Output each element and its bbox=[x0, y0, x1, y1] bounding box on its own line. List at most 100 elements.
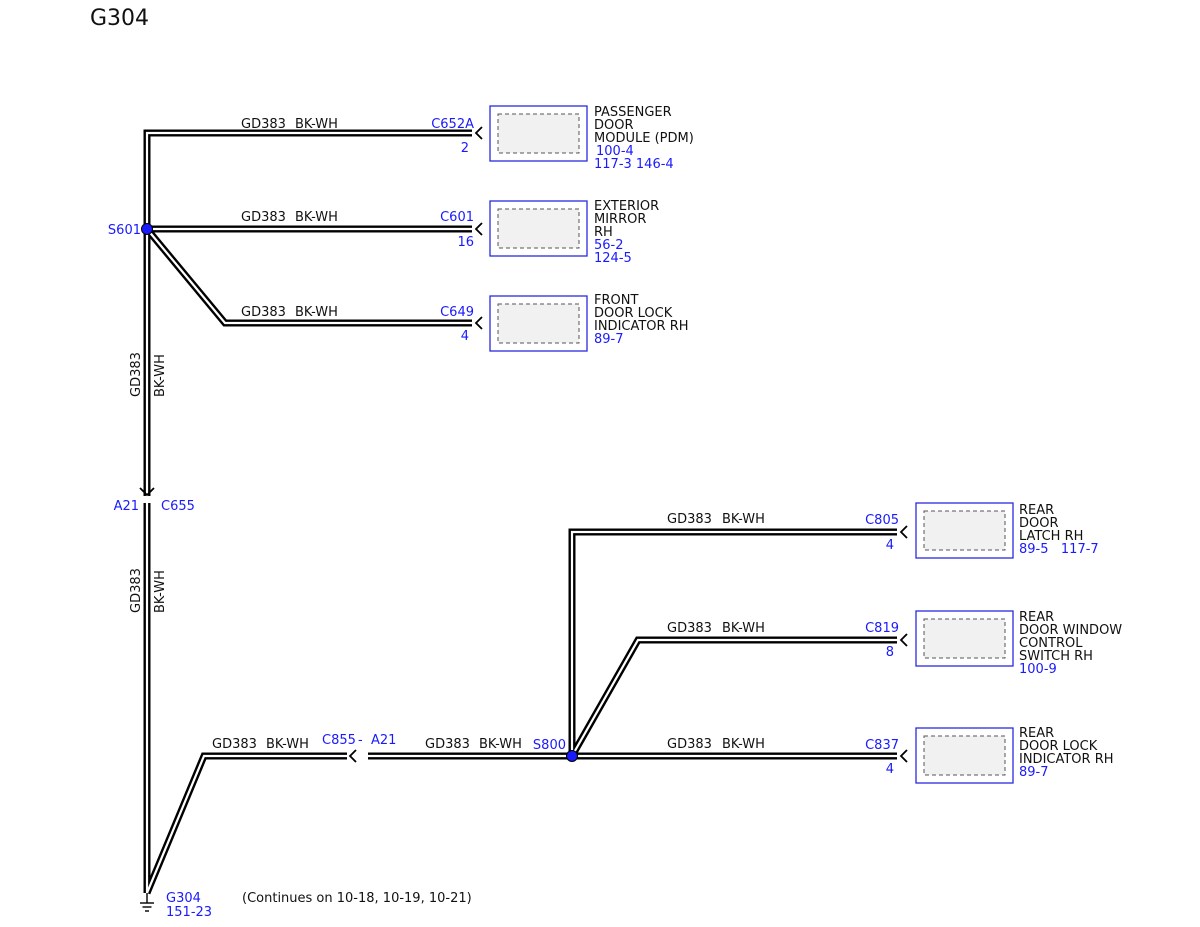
component-name-line: MODULE (PDM) bbox=[594, 131, 694, 146]
component-box-inner bbox=[497, 113, 580, 154]
component-name-line: LATCH RH bbox=[1019, 529, 1083, 544]
component-box-inner bbox=[923, 735, 1006, 776]
component-name-line: FRONT bbox=[594, 293, 638, 308]
component-name-line: REAR bbox=[1019, 726, 1054, 741]
wire-circuit: GD383 bbox=[129, 352, 144, 397]
connector-pin: 2 bbox=[461, 141, 469, 156]
wire-label-c855-s800: GD383 BK-WH bbox=[425, 737, 522, 752]
wire-circuit: GD383 bbox=[667, 512, 712, 527]
wire-labels: GD383 BK-WH GD383 BK-WH GD383 BK-WH GD38… bbox=[129, 117, 765, 752]
wire-color: BK-WH bbox=[295, 117, 338, 132]
ground-label: G304 bbox=[166, 891, 201, 906]
component-ref: 89-7 bbox=[594, 332, 624, 347]
component-box-inner bbox=[923, 618, 1006, 659]
component-name-line: MIRROR bbox=[594, 212, 646, 227]
wire-circuit: GD383 bbox=[212, 737, 257, 752]
wire-label-c819: GD383 BK-WH bbox=[667, 621, 765, 636]
component-name-line: EXTERIOR bbox=[594, 199, 659, 214]
wire-color: BK-WH bbox=[153, 354, 168, 397]
connector-id: C819 bbox=[865, 621, 899, 636]
wire-circuit: GD383 bbox=[241, 305, 286, 320]
connector-id: C601 bbox=[440, 210, 474, 225]
connector-pin: 4 bbox=[886, 762, 894, 777]
component-name-line: DOOR bbox=[1019, 516, 1059, 531]
continues-note: (Continues on 10-18, 10-19, 10-21) bbox=[242, 891, 472, 906]
component-name-line: DOOR LOCK bbox=[1019, 739, 1098, 754]
wire-label-c837: GD383 BK-WH bbox=[667, 737, 765, 752]
c855-pin: A21 bbox=[371, 733, 396, 748]
wire-color: BK-WH bbox=[722, 512, 765, 527]
wire-circuit: GD383 bbox=[241, 210, 286, 225]
component-ref: 124-5 bbox=[594, 251, 632, 266]
connector-arrow bbox=[474, 316, 483, 330]
connector-arrow bbox=[474, 126, 483, 140]
wire-color: BK-WH bbox=[479, 737, 522, 752]
component-box-inner bbox=[497, 303, 580, 344]
splice-s800: S800 bbox=[533, 738, 578, 762]
component-ref: 117-3 146-4 bbox=[594, 157, 674, 172]
component-name-line: PASSENGER bbox=[594, 105, 672, 120]
connector-id: C652A bbox=[431, 117, 474, 132]
wire-circuit: GD383 bbox=[667, 737, 712, 752]
wire-color: BK-WH bbox=[295, 305, 338, 320]
s601-label: S601 bbox=[108, 223, 141, 238]
connector-arrow bbox=[474, 222, 483, 236]
wire-s800-c805 bbox=[568, 528, 897, 756]
wire-label-c652a: GD383 BK-WH bbox=[241, 117, 338, 132]
component-name-line: INDICATOR RH bbox=[594, 319, 689, 334]
component-name-line: SWITCH RH bbox=[1019, 649, 1093, 664]
wire-label-g304-c855: GD383 BK-WH bbox=[212, 737, 309, 752]
connector-pin: 4 bbox=[886, 538, 894, 553]
component-name-line: DOOR WINDOW bbox=[1019, 623, 1122, 638]
component-box-inner bbox=[497, 208, 580, 249]
component-rear-door-lock-indicator-rh: C837 4 REAR DOOR LOCK INDICATOR RH 89-7 bbox=[865, 726, 1114, 784]
connector-arrow bbox=[899, 749, 908, 763]
connector-pin: 16 bbox=[457, 235, 474, 250]
wire-circuit: GD383 bbox=[667, 621, 712, 636]
component-name-line: DOOR bbox=[594, 118, 634, 133]
ground-g304: G304 151-23 bbox=[140, 891, 212, 920]
connector-pin: 8 bbox=[886, 645, 894, 660]
component-rear-door-latch-rh: C805 4 REAR DOOR LATCH RH 89-5 117-7 bbox=[865, 502, 1099, 559]
wire-color: BK-WH bbox=[153, 570, 168, 613]
wire-g304-c855 bbox=[143, 752, 347, 895]
wire-label-upper-vertical: GD383 BK-WH bbox=[129, 352, 168, 397]
connector-pin: 4 bbox=[461, 329, 469, 344]
c655-pin: A21 bbox=[114, 499, 139, 514]
component-front-door-lock-indicator-rh: C649 4 FRONT DOOR LOCK INDICATOR RH 89-7 bbox=[440, 293, 689, 352]
component-ref: 89-5 117-7 bbox=[1019, 542, 1099, 557]
component-name-line: DOOR LOCK bbox=[594, 306, 673, 321]
wire-color: BK-WH bbox=[722, 621, 765, 636]
diagram-title: G304 bbox=[90, 6, 149, 31]
component-passenger-door-module: C652A 2 PASSENGER DOOR MODULE (PDM) 100-… bbox=[431, 105, 694, 172]
c655-name: C655 bbox=[161, 499, 195, 514]
s800-label: S800 bbox=[533, 738, 566, 753]
connector-arrow bbox=[899, 525, 908, 539]
component-box-inner bbox=[923, 510, 1006, 551]
wire-color: BK-WH bbox=[295, 210, 338, 225]
connector-id: C837 bbox=[865, 738, 899, 753]
wires bbox=[143, 129, 897, 895]
splice-s601: S601 bbox=[108, 223, 153, 238]
inline-connector-c855: C855 - A21 bbox=[322, 733, 396, 763]
component-ref: 89-7 bbox=[1019, 765, 1049, 780]
wire-circuit: GD383 bbox=[241, 117, 286, 132]
component-ref: 100-9 bbox=[1019, 662, 1057, 677]
wire-label-c601: GD383 BK-WH bbox=[241, 210, 338, 225]
wire-color: BK-WH bbox=[722, 737, 765, 752]
component-name-line: REAR bbox=[1019, 610, 1054, 625]
component-ref: 100-4 bbox=[596, 144, 634, 159]
wire-label-c649: GD383 BK-WH bbox=[241, 305, 338, 320]
component-name-line: REAR bbox=[1019, 503, 1054, 518]
component-name-line: INDICATOR RH bbox=[1019, 752, 1114, 767]
component-ref: 56-2 bbox=[594, 238, 624, 253]
wire-color: BK-WH bbox=[266, 737, 309, 752]
ground-ref: 151-23 bbox=[166, 905, 212, 920]
wire-circuit: GD383 bbox=[425, 737, 470, 752]
c855-name: C855 bbox=[322, 733, 356, 748]
c855-sep: - bbox=[358, 733, 363, 748]
connector-arrow bbox=[899, 633, 908, 647]
inline-connector-c655: A21 C655 bbox=[114, 487, 195, 514]
connector-id: C805 bbox=[865, 513, 899, 528]
